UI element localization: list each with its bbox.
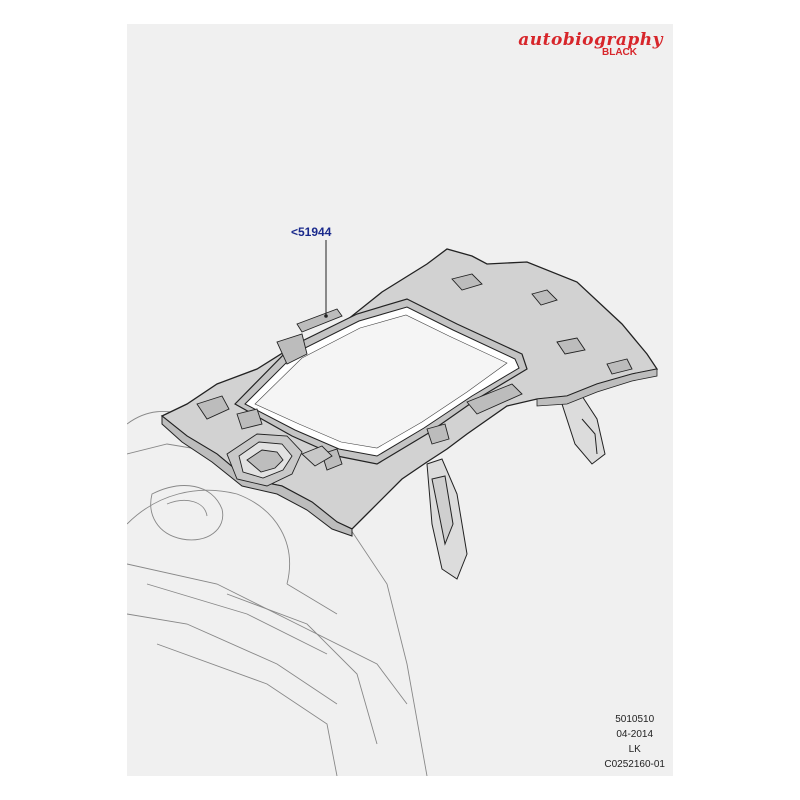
drawing-sheet: autobiography BLACK <51944 5010510 04-20…: [127, 24, 673, 776]
reference-id: C0252160-01: [604, 759, 665, 770]
reference-date: 04-2014: [616, 729, 654, 740]
overhead-console: [226, 433, 333, 487]
vehicle-outline: [127, 411, 428, 776]
headliner-diagram: [127, 240, 659, 776]
sunroof-opening: [234, 298, 528, 465]
part-callout-label: <51944: [291, 225, 332, 239]
brand-script-text: autobiography: [518, 30, 663, 50]
reference-number: 5010510: [615, 714, 655, 725]
brand-sub-text: BLACK: [602, 47, 637, 58]
reference-code: LK: [628, 744, 641, 755]
cutouts: [196, 273, 633, 471]
headliner: [160, 240, 659, 537]
brand-logo: autobiography BLACK: [518, 30, 663, 58]
drawing-reference: 5010510 04-2014 LK C0252160-01: [604, 712, 665, 772]
